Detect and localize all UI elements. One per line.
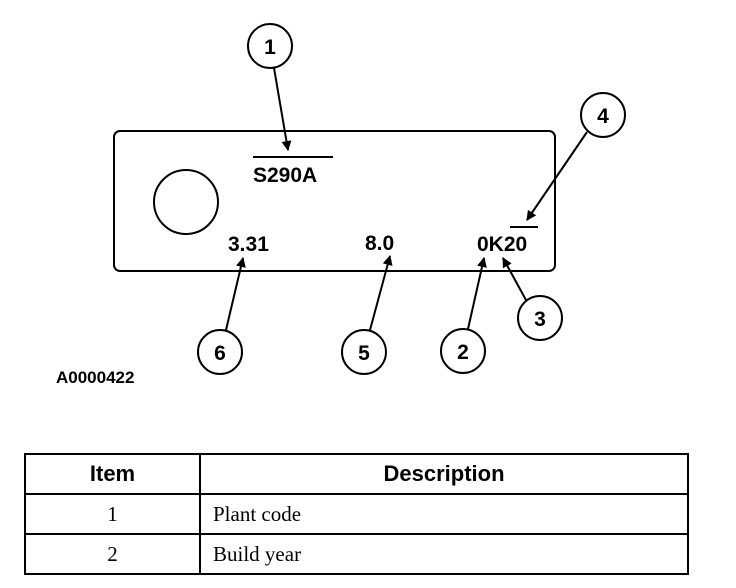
callout-2-arrow bbox=[467, 257, 487, 330]
table-row: 2 Build year bbox=[24, 533, 689, 575]
callout-2-number: 2 bbox=[457, 341, 469, 364]
callout-3-arrow bbox=[502, 257, 527, 301]
axle-tag-diagram: S290A 3.31 8.0 0K20 1 4 6 5 2 3 A0000422 bbox=[56, 23, 626, 387]
build-date-code-text: 0K20 bbox=[477, 233, 527, 256]
callout-3-circle bbox=[517, 295, 563, 341]
callout-4-circle bbox=[580, 92, 626, 138]
axle-ratio-text: 3.31 bbox=[228, 233, 269, 256]
callout-1-number: 1 bbox=[264, 36, 276, 59]
callout-3-number: 3 bbox=[534, 308, 546, 331]
item-description-cell: Build year bbox=[199, 533, 689, 575]
callout-5-number: 5 bbox=[358, 342, 370, 365]
identification-tag bbox=[113, 130, 556, 272]
table-row: 1 Plant code bbox=[24, 493, 689, 535]
legend-table: Item Description 1 Plant code 2 Build ye… bbox=[24, 453, 689, 575]
callout-6-circle bbox=[197, 329, 243, 375]
callout-1-arrow bbox=[273, 67, 292, 151]
callout-6-arrow bbox=[225, 257, 246, 331]
callout-1-circle bbox=[247, 23, 293, 69]
item-number-cell: 1 bbox=[24, 493, 201, 535]
item-description-cell: Plant code bbox=[199, 493, 689, 535]
callout-4-arrow bbox=[526, 131, 588, 221]
description-column-header: Description bbox=[199, 453, 689, 495]
figure-id: A0000422 bbox=[56, 368, 134, 387]
plant-code-text: S290A bbox=[253, 164, 317, 187]
item-number-cell: 2 bbox=[24, 533, 201, 575]
callout-5-circle bbox=[341, 329, 387, 375]
tag-mounting-hole bbox=[153, 169, 219, 235]
callout-4-number: 4 bbox=[597, 105, 609, 128]
callout-2-circle bbox=[440, 328, 486, 374]
callout-5-arrow bbox=[369, 255, 393, 331]
legend-header-row: Item Description bbox=[24, 453, 689, 495]
callout-6-number: 6 bbox=[214, 342, 226, 365]
item-column-header: Item bbox=[24, 453, 201, 495]
ring-gear-size-text: 8.0 bbox=[365, 232, 394, 255]
